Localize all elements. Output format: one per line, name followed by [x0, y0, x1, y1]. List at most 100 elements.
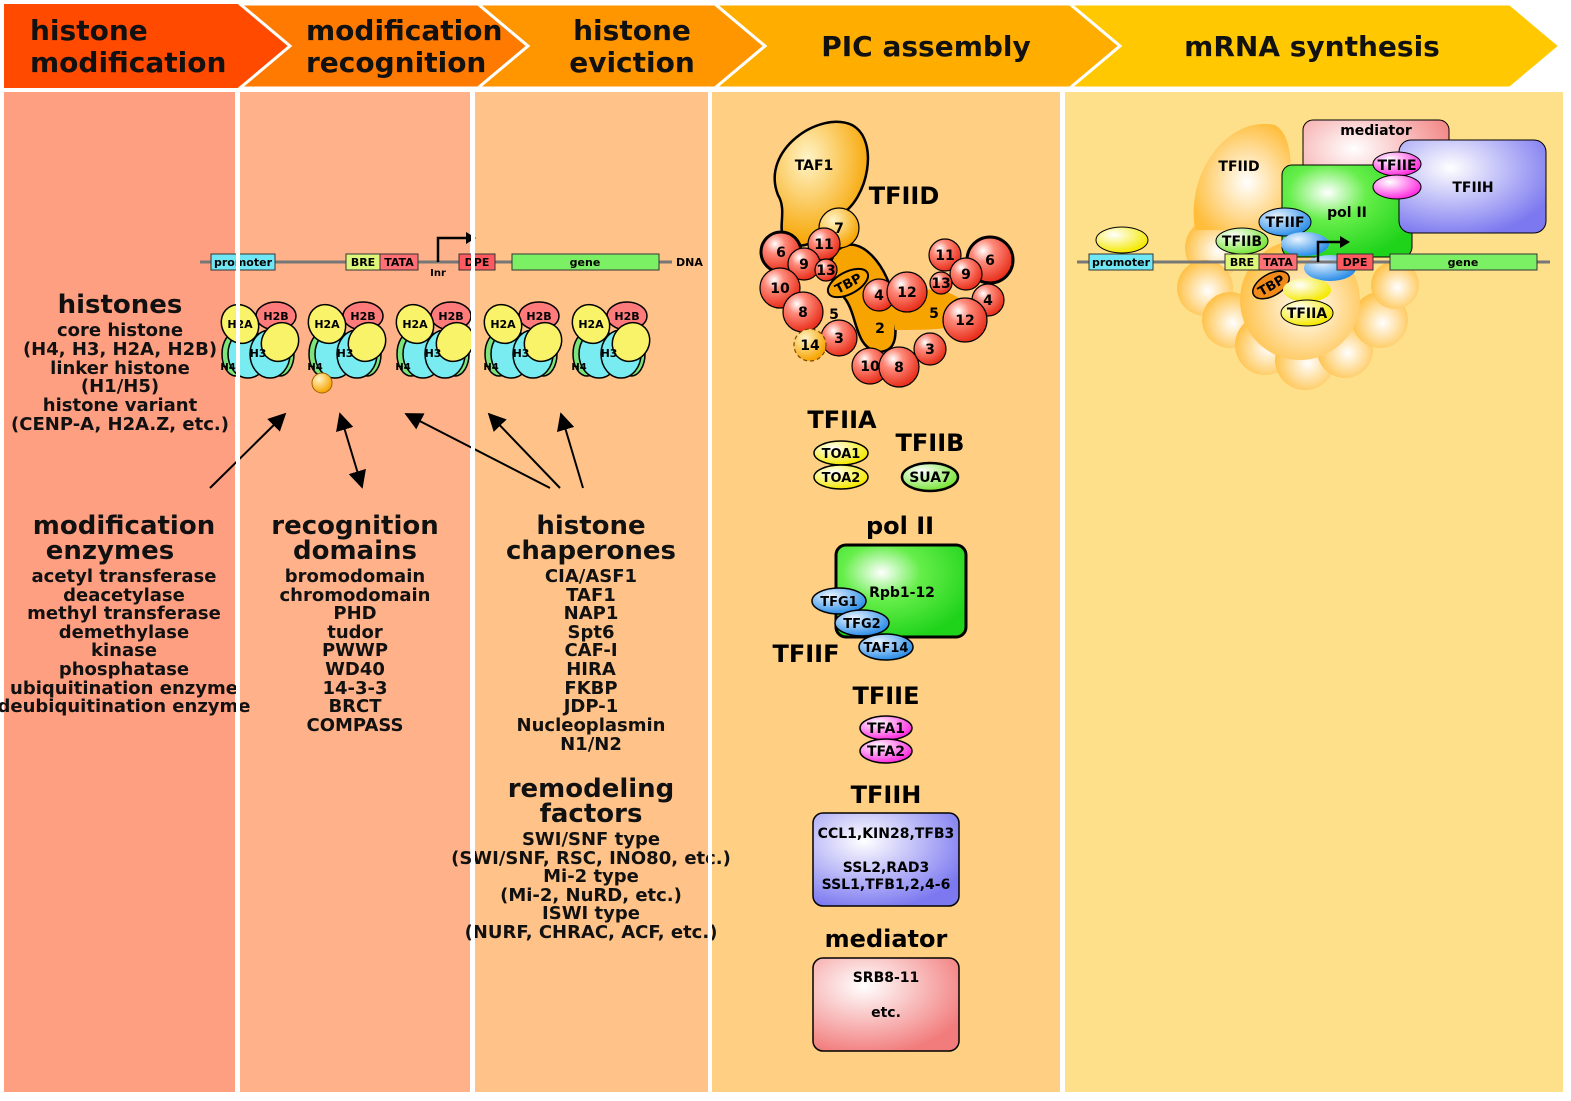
stage-4-title: PIC assembly	[821, 30, 1031, 63]
taf-subunit: 3	[913, 332, 947, 366]
domain-item: bromodomain	[285, 566, 425, 587]
enzyme-item: deacetylase	[63, 585, 185, 606]
enzyme-item: phosphatase	[59, 659, 189, 680]
domains-block: recognition domains bromodomain chromodo…	[271, 511, 438, 736]
remodeling-item: ISWI type	[542, 903, 640, 924]
tfiib-group: TFIIB SUA7	[896, 429, 964, 493]
rpb-label: Rpb1-12	[869, 585, 935, 601]
taf-subunit: 9	[787, 247, 821, 281]
histones-block: histones core histone (H4, H3, H2A, H2B)…	[11, 290, 229, 435]
taf-subunit: 11	[928, 238, 962, 272]
complex-gene-box	[1389, 253, 1538, 271]
complex-gene-label: gene	[1448, 256, 1479, 269]
domain-item: tudor	[327, 622, 383, 643]
remodeling-item: (SWI/SNF, RSC, INO80, etc.)	[451, 848, 731, 869]
promoter-label: promoter	[214, 256, 273, 269]
mediator-line-1: SRB8-11	[853, 970, 920, 986]
tfg1-subunit	[811, 587, 867, 615]
tfiif-title: TFIIF	[772, 640, 839, 668]
chaperones-block: histone chaperones CIA/ASF1 TAF1 NAP1 Sp…	[451, 511, 731, 943]
complex-tfiif	[1258, 207, 1312, 237]
chaperone-item: TAF1	[566, 585, 616, 606]
complex-tss-arrow-head	[1340, 236, 1350, 248]
chaperone-item: JDP-1	[562, 696, 619, 717]
toa1-label: TOA1	[822, 447, 861, 462]
remodeling-item: (Mi-2, NuRD, etc.)	[500, 885, 682, 906]
taf-subunit: 2	[875, 321, 885, 337]
tfa2-label: TFA2	[867, 744, 905, 760]
domains-title-2: domains	[293, 536, 417, 566]
stage-1-line1: histone	[30, 14, 148, 47]
taf-subunit-label: 4	[874, 288, 884, 304]
tfiih-line-2: SSL2,RAD3	[843, 860, 930, 876]
enzymes-title-2: enzymes	[46, 536, 174, 566]
tata-label: TATA	[384, 256, 414, 269]
stage-5-title: mRNA synthesis	[1184, 30, 1440, 63]
chaperone-item: FKBP	[564, 678, 617, 699]
tfa2-subunit	[859, 738, 913, 764]
h3-label: H3	[250, 347, 267, 360]
h4-label: H4	[220, 362, 235, 373]
dna-label: DNA	[676, 256, 703, 269]
h4-label: H4	[571, 362, 586, 373]
tss-arrow	[436, 236, 468, 262]
mediator-box	[812, 957, 960, 1052]
mediator-line-2: etc.	[871, 1005, 901, 1021]
h2b-label: H2B	[614, 310, 639, 323]
taf-subunit-label: 6	[985, 253, 995, 269]
taf-subunit-label: 2	[875, 321, 885, 337]
complex-tfiif-label: TFIIF	[1265, 215, 1304, 231]
complex-promoter-label: promoter	[1092, 256, 1151, 269]
taf-subunit-label: 12	[955, 313, 974, 329]
h2a	[395, 303, 435, 345]
h2b-label: H2B	[438, 310, 463, 323]
h3-label: H3	[601, 347, 618, 360]
h2b-label: H2B	[526, 310, 551, 323]
taf-subunit: 11	[807, 227, 841, 261]
complex-mediator-label: mediator	[1340, 123, 1412, 139]
stage-1-line2: modification	[30, 46, 226, 79]
enzyme-item: acetyl transferase	[32, 566, 217, 587]
remodeling-item: Mi-2 type	[543, 866, 639, 887]
arrow-chaperones-1	[404, 413, 551, 489]
h2b-label: H2B	[263, 310, 288, 323]
chaperone-item: HIRA	[566, 659, 616, 680]
tfiih-title: TFIIH	[851, 781, 922, 809]
domain-item: BRCT	[328, 696, 382, 717]
modification-mark	[311, 372, 333, 394]
h4-label: H4	[395, 362, 410, 373]
histones-line-2: (H4, H3, H2A, H2B)	[23, 339, 217, 360]
taf-subunit-label: 3	[925, 342, 935, 358]
h2a-label: H2A	[227, 318, 253, 331]
tfg2-label: TFG2	[843, 617, 880, 632]
chaperone-item: CAF-I	[564, 640, 617, 661]
complex-pol2-label: pol II	[1327, 205, 1367, 221]
sua7-label: SUA7	[909, 470, 951, 486]
chaperone-item: N1/N2	[560, 734, 622, 755]
h3-label: H3	[425, 347, 442, 360]
mediator-group: mediator SRB8-11 etc.	[812, 925, 960, 1052]
stage-3-line2: eviction	[569, 46, 695, 79]
h2b-label: H2B	[350, 310, 375, 323]
histones-title: histones	[58, 290, 183, 320]
assembled-pic: TFIID mediator pol II TFIIH TFIIE TFIIF …	[1077, 119, 1550, 390]
toa2-subunit	[813, 464, 869, 490]
complex-dpe-box	[1336, 253, 1374, 271]
taf-subunit-label: 13	[931, 276, 950, 292]
dpe-label: DPE	[465, 256, 490, 269]
taf-subunit-label: 4	[983, 293, 993, 309]
enzymes-block: modification enzymes acetyl transferase …	[0, 511, 250, 717]
complex-tata-label: TATA	[1263, 256, 1293, 269]
domain-item: chromodomain	[280, 585, 431, 606]
taf-subunit-label: 12	[897, 285, 916, 301]
h2a-label: H2A	[314, 318, 340, 331]
taf-subunit: 13	[814, 258, 838, 282]
taf-subunit-label: 13	[816, 263, 835, 279]
domain-item: COMPASS	[306, 715, 403, 736]
h2a	[483, 303, 523, 345]
